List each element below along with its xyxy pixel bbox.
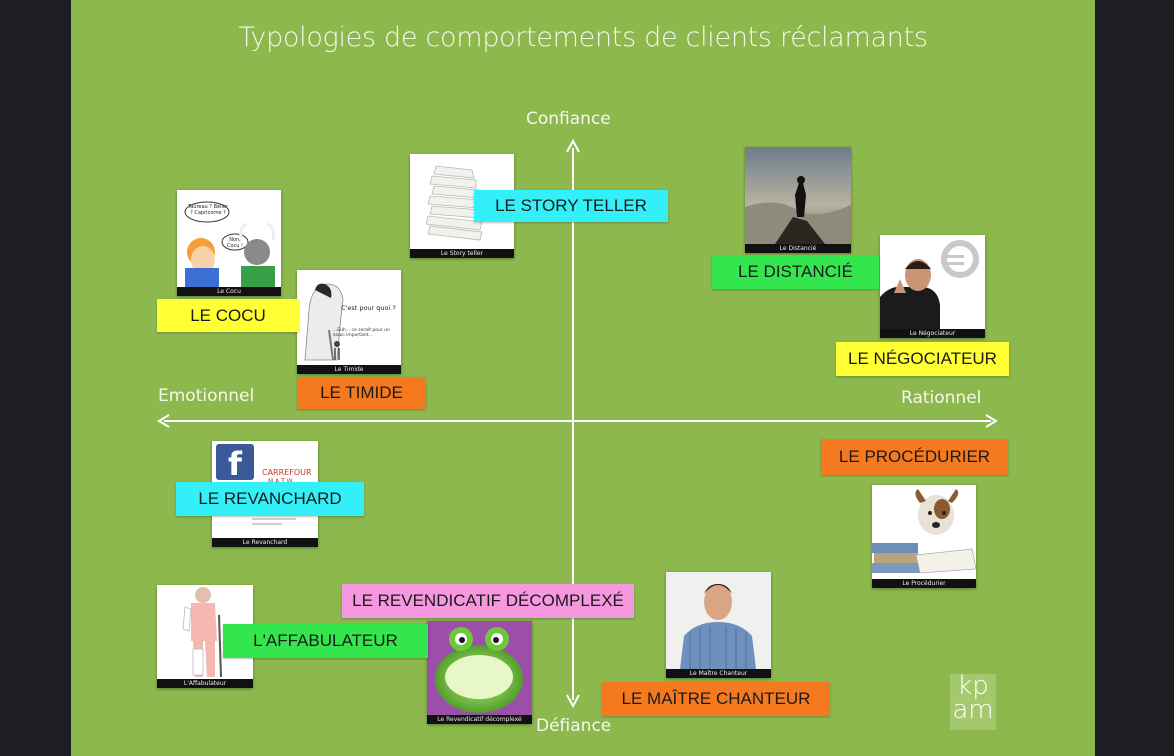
photo-caption: L'Affabulateur (157, 679, 253, 688)
tag-le-story-teller: LE STORY TELLER (474, 190, 668, 222)
photo-le-distancie: Le Distancié (745, 147, 851, 253)
frog-cartoon-image (427, 621, 532, 715)
cartoon-cocu-image (177, 190, 281, 287)
photo-le-revendicatif: Le Revendicatif décomplexé (427, 621, 532, 724)
man-portrait-image (666, 572, 771, 669)
tag-laffabulateur: L'AFFABULATEUR (223, 624, 428, 658)
slide: Typologies de comportements de clients r… (71, 0, 1095, 756)
photo-caption: Le Distancié (745, 244, 851, 253)
businessman-euro-image (880, 235, 985, 329)
photo-le-timide: C'est pour quoi ? ...Euh... ce serait po… (297, 270, 401, 374)
dog-and-man-image (297, 270, 401, 365)
logo-line-1: kp (957, 671, 989, 701)
timide-answer-text: ...Euh... ce serait pour un souci import… (333, 328, 390, 338)
slide-title: Typologies de comportements de clients r… (238, 22, 928, 53)
wanderer-painting-image (745, 147, 851, 244)
cocu-bubble-text-1: Taureau ? Bélier ? Capricorne ? (188, 204, 228, 216)
axis-label-rationnel: Rationnel (901, 388, 982, 408)
tag-le-distancie: LE DISTANCIÉ (712, 255, 879, 289)
axis-label-confiance: Confiance (526, 109, 611, 129)
svg-text:CARREFOUR: CARREFOUR (262, 468, 312, 477)
photo-le-maitre-chanteur: Le Maître Chanteur (666, 572, 771, 678)
kpam-logo: kp am (950, 671, 996, 730)
photo-le-cocu: Taureau ? Bélier ? Capricorne ? Non, Coc… (177, 190, 281, 296)
axis-label-defiance: Défiance (536, 716, 612, 736)
photo-le-negociateur: Le Négociateur (880, 235, 985, 338)
photo-caption: Le Maître Chanteur (666, 669, 771, 678)
tag-le-revanchard: LE REVANCHARD (176, 482, 364, 516)
photo-le-procedurier: Le Procédurier (872, 485, 976, 588)
tag-le-timide: LE TIMIDE (297, 377, 426, 409)
photo-caption: Le Revanchard (212, 538, 318, 547)
photo-caption: Le Timide (297, 365, 401, 374)
axis-label-emotionnel: Emotionnel (158, 386, 255, 406)
tag-le-maitre-chanteur: LE MAÎTRE CHANTEUR (602, 682, 830, 716)
svg-text:M A T W: M A T W (268, 478, 293, 485)
tag-le-cocu: LE COCU (157, 299, 299, 332)
photo-caption: Le Cocu (177, 287, 281, 296)
photo-caption: Le Procédurier (872, 579, 976, 588)
photo-caption: Le Story teller (410, 249, 514, 258)
cocu-bubble-text-2: Non, Cocu ! (226, 237, 244, 249)
photo-caption: Le Revendicatif décomplexé (427, 715, 532, 724)
tag-le-procedurier: LE PROCÉDURIER (821, 439, 1008, 475)
paper-stack-image (410, 154, 514, 249)
photo-le-story-teller: Le Story teller (410, 154, 514, 258)
tag-le-revendicatif-decomplexe: LE REVENDICATIF DÉCOMPLEXÉ (342, 584, 634, 618)
tag-le-negociateur: LE NÉGOCIATEUR (836, 342, 1009, 376)
logo-line-2: am (952, 695, 994, 725)
svg-text:f: f (228, 445, 243, 483)
photo-caption: Le Négociateur (880, 329, 985, 338)
dog-with-books-image (872, 485, 976, 579)
injured-man-image (157, 585, 253, 679)
timide-question-text: C'est pour quoi ? (341, 304, 396, 312)
